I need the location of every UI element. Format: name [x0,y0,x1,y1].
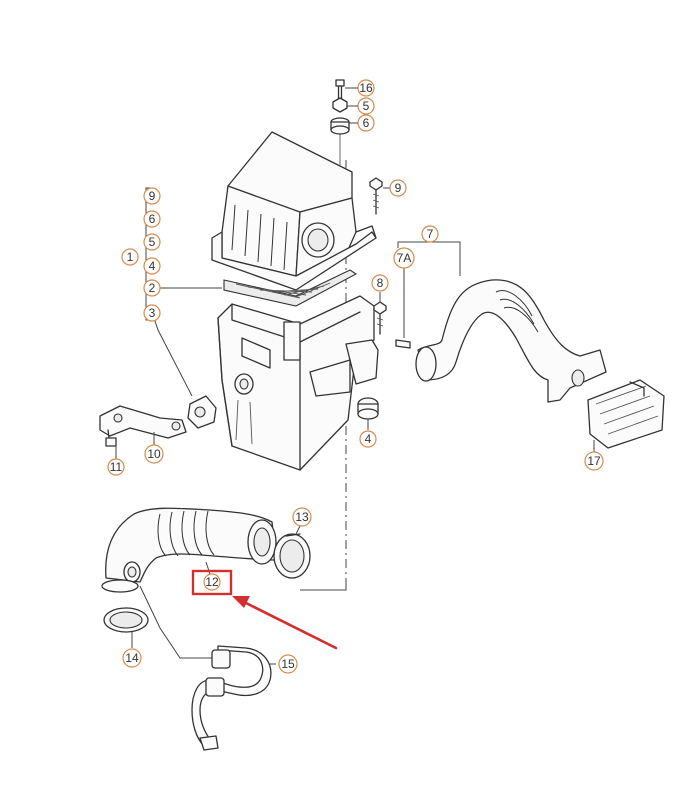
callout-6-left: 6 [143,210,161,228]
svg-text:6: 6 [363,116,370,130]
callout-11: 11 [107,458,125,476]
callout-16: 16 [357,79,375,97]
callout-4-left: 4 [143,257,161,275]
inlet-grille [587,379,665,452]
grommet-4 [357,397,379,430]
vent-hose-15 [191,645,272,751]
callout-3: 3 [143,304,161,322]
svg-text:2: 2 [149,281,156,295]
svg-text:9: 9 [149,189,156,203]
callout-14: 14 [122,648,142,668]
callout-1: 1 [121,248,139,266]
callout-8: 8 [371,274,389,292]
svg-text:11: 11 [110,460,123,474]
svg-text:5: 5 [149,235,156,249]
callout-7: 7 [421,225,439,243]
top-bolt-assembly [330,79,350,165]
intake-duct [415,279,607,403]
group-1-bracket [145,187,152,321]
highlight-box-12 [191,569,233,596]
air-hose-12 [101,507,277,593]
screw-9 [369,177,383,215]
callout-10: 10 [144,444,164,464]
svg-text:15: 15 [281,657,295,671]
callout-15: 15 [278,654,298,674]
callout-9-right: 9 [389,179,407,197]
screw-8 [373,292,387,335]
hose-clamp-14 [103,607,149,648]
svg-text:1: 1 [127,250,134,264]
svg-text:4: 4 [149,259,156,273]
svg-text:7: 7 [427,227,434,241]
svg-text:5: 5 [363,99,370,113]
callout-6-top: 6 [357,114,375,132]
clip-7a [395,268,411,349]
svg-text:6: 6 [149,212,156,226]
svg-text:9: 9 [395,181,402,195]
callout-12: 12 [203,573,221,591]
svg-text:12: 12 [205,575,219,589]
svg-text:4: 4 [365,432,372,446]
highlight-arrow [232,596,338,650]
callout-13: 13 [292,507,312,527]
callout-5-left: 5 [143,233,161,251]
svg-text:10: 10 [147,447,161,461]
hose-clamp-13 [273,525,311,579]
callout-17: 17 [584,451,604,471]
svg-text:14: 14 [125,651,139,665]
callout-7a: 7A [393,247,415,269]
svg-text:3: 3 [149,306,156,320]
svg-text:8: 8 [377,276,384,290]
mounting-bracket [99,395,217,447]
svg-text:13: 13 [295,510,309,524]
callout-9-left: 9 [143,187,161,205]
air-filter-housing [211,131,379,471]
svg-text:7A: 7A [397,251,412,265]
svg-text:16: 16 [359,81,373,95]
callout-5-top: 5 [357,97,375,115]
callout-2: 2 [143,279,161,297]
svg-text:17: 17 [587,454,601,468]
callout-4-lower: 4 [359,430,377,448]
